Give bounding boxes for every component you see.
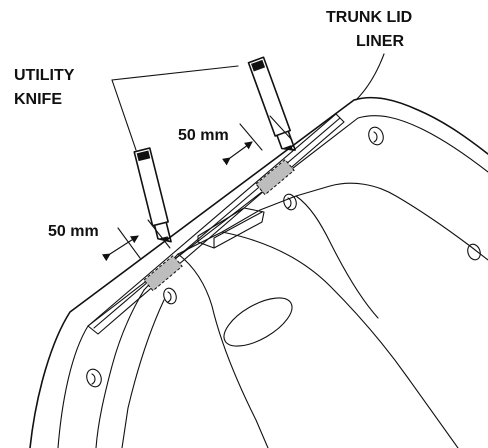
cut-zone-upper — [255, 158, 295, 196]
dimension-label-lower: 50 mm — [48, 223, 99, 240]
leader-trunk-lid-liner — [355, 53, 385, 101]
utility-knife-label: UTILITY — [14, 67, 75, 84]
dimension-label-upper: 50 mm — [178, 127, 229, 144]
utility-knife-label: KNIFE — [14, 91, 62, 108]
fastener-hole-icon — [368, 126, 384, 146]
fastener-hole-icon — [283, 193, 297, 211]
fastener-hole-icon — [467, 243, 481, 261]
utility-knife-lower — [133, 147, 172, 243]
cut-groove — [87, 113, 345, 335]
trunk-lid-liner — [29, 96, 488, 448]
utility-knife-upper — [247, 56, 296, 151]
dimension-upper — [221, 115, 293, 166]
fastener-hole-icon — [163, 287, 177, 305]
fastener-hole-icon — [86, 368, 102, 388]
trunk-lid-liner-label: LINER — [356, 33, 404, 50]
leader-utility-knife — [111, 65, 239, 81]
trunk-lid-liner-label: TRUNK LID — [326, 9, 412, 26]
leader-utility-knife — [111, 79, 137, 151]
dimension-lower — [101, 219, 171, 262]
